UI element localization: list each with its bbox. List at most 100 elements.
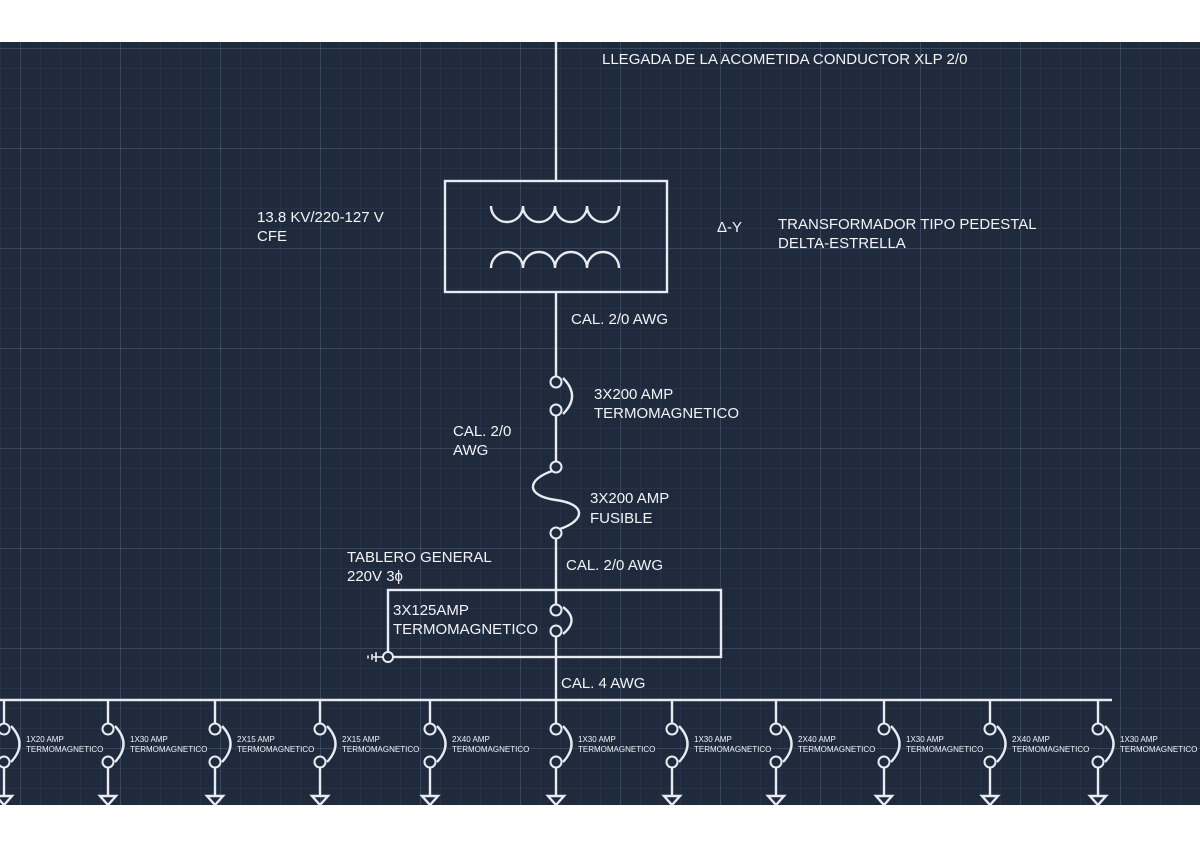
branch-breaker-arc <box>678 725 689 763</box>
main-panel-box <box>386 588 723 659</box>
branch-breaker-node <box>0 722 11 736</box>
branch-arrow-icon <box>97 794 119 805</box>
cal-top-label: CAL. 2/0 AWG <box>571 311 668 328</box>
branch-rating-label: 1X30 AMP <box>130 735 168 744</box>
branch-type-label: TERMOMAGNETICO <box>906 745 983 754</box>
branch-breaker-node <box>877 755 891 769</box>
branch-breaker-node <box>208 755 222 769</box>
branch-breaker-node <box>877 722 891 736</box>
voltage-label: 13.8 KV/220-127 V <box>257 209 384 226</box>
branch-rating-label: 2X40 AMP <box>452 735 490 744</box>
branch-arrow-icon <box>661 794 683 805</box>
branch-breaker-node <box>1091 755 1105 769</box>
branch-rating-label: 2X40 AMP <box>798 735 836 744</box>
branch-type-label: TERMOMAGNETICO <box>1120 745 1197 754</box>
branch-rating-label: 1X20 AMP <box>26 735 64 744</box>
branch-breaker-node <box>423 755 437 769</box>
main-breaker-rating-label: 3X125AMP <box>393 602 469 619</box>
branch-type-label: TERMOMAGNETICO <box>342 745 419 754</box>
transformer-connection-label: DELTA-ESTRELLA <box>778 235 906 252</box>
branch-rating-label: 1X30 AMP <box>694 735 732 744</box>
branch-breaker-node <box>101 722 115 736</box>
branch-arrow-icon <box>873 794 895 805</box>
branch-breaker-arc <box>436 725 447 763</box>
branch-rating-label: 1X30 AMP <box>1120 735 1158 744</box>
branch-breaker-node <box>1091 722 1105 736</box>
branch-breaker-arc <box>562 725 573 763</box>
branch-breaker-arc <box>1104 725 1115 763</box>
branch-breaker-node <box>101 755 115 769</box>
branch-breaker-node <box>208 722 222 736</box>
branch-arrow-icon <box>979 794 1001 805</box>
transformer-coil-icon <box>489 205 621 269</box>
breaker-type-label: TERMOMAGNETICO <box>594 405 739 422</box>
transformer-type-label: TRANSFORMADOR TIPO PEDESTAL <box>778 216 1037 233</box>
branch-breaker-node <box>423 722 437 736</box>
tablero-voltage-label: 220V 3ϕ <box>347 568 403 585</box>
main-breaker-type-label: TERMOMAGNETICO <box>393 621 538 638</box>
branch-breaker-node <box>0 755 11 769</box>
breaker-rating-label: 3X200 AMP <box>594 386 673 403</box>
branch-arrow-icon <box>0 794 15 805</box>
branch-arrow-icon <box>309 794 331 805</box>
branch-breaker-node <box>665 755 679 769</box>
branch-breaker-arc <box>996 725 1007 763</box>
branch-breaker-node <box>769 722 783 736</box>
branch-breaker-arc <box>890 725 901 763</box>
branch-breaker-arc <box>326 725 337 763</box>
branch-arrow-icon <box>545 794 567 805</box>
branch-rating-label: 2X15 AMP <box>342 735 380 744</box>
diagram-canvas: LLEGADA DE LA ACOMETIDA CONDUCTOR XLP 2/… <box>0 42 1200 805</box>
branch-type-label: TERMOMAGNETICO <box>237 745 314 754</box>
branch-breaker-arc <box>114 725 125 763</box>
branch-breaker-node <box>549 722 563 736</box>
branch-breaker-arc <box>10 725 21 763</box>
branch-breaker-node <box>313 722 327 736</box>
branch-arrow-icon <box>1087 794 1109 805</box>
main-breaker-symbol <box>549 603 573 638</box>
branch-breaker-node <box>549 755 563 769</box>
acometida-label: LLEGADA DE LA ACOMETIDA CONDUCTOR XLP 2/… <box>602 51 967 68</box>
branch-type-label: TERMOMAGNETICO <box>130 745 207 754</box>
breaker-symbol <box>549 375 574 417</box>
cal-tablero-label: CAL. 2/0 AWG <box>566 557 663 574</box>
branch-breaker-arc <box>221 725 232 763</box>
fuse-symbol <box>531 460 581 540</box>
cal-bus-label: CAL. 4 AWG <box>561 675 645 692</box>
branch-arrow-icon <box>419 794 441 805</box>
branch-breaker-node <box>313 755 327 769</box>
cal-mid-label: CAL. 2/0 <box>453 423 511 440</box>
fuse-type-label: FUSIBLE <box>590 510 653 527</box>
branch-rating-label: 1X30 AMP <box>578 735 616 744</box>
branch-type-label: TERMOMAGNETICO <box>694 745 771 754</box>
cal-mid-awg-label: AWG <box>453 442 488 459</box>
fuse-rating-label: 3X200 AMP <box>590 490 669 507</box>
delta-y-label: Δ-Y <box>717 219 742 236</box>
single-line-diagram: LLEGADA DE LA ACOMETIDA CONDUCTOR XLP 2/… <box>0 42 1197 805</box>
branch-breaker-arc <box>782 725 793 763</box>
cfe-label: CFE <box>257 228 287 245</box>
branch-breaker-node <box>983 755 997 769</box>
branch-type-label: TERMOMAGNETICO <box>1012 745 1089 754</box>
branch-type-label: TERMOMAGNETICO <box>452 745 529 754</box>
tablero-label: TABLERO GENERAL <box>347 549 492 566</box>
branch-type-label: TERMOMAGNETICO <box>578 745 655 754</box>
branch-breaker-node <box>665 722 679 736</box>
branch-breaker-node <box>769 755 783 769</box>
ground-icon <box>367 651 394 663</box>
transformer-box <box>443 179 669 294</box>
branch-type-label: TERMOMAGNETICO <box>26 745 103 754</box>
branch-rating-label: 2X15 AMP <box>237 735 275 744</box>
branch-breaker-node <box>983 722 997 736</box>
branch-arrow-icon <box>204 794 226 805</box>
